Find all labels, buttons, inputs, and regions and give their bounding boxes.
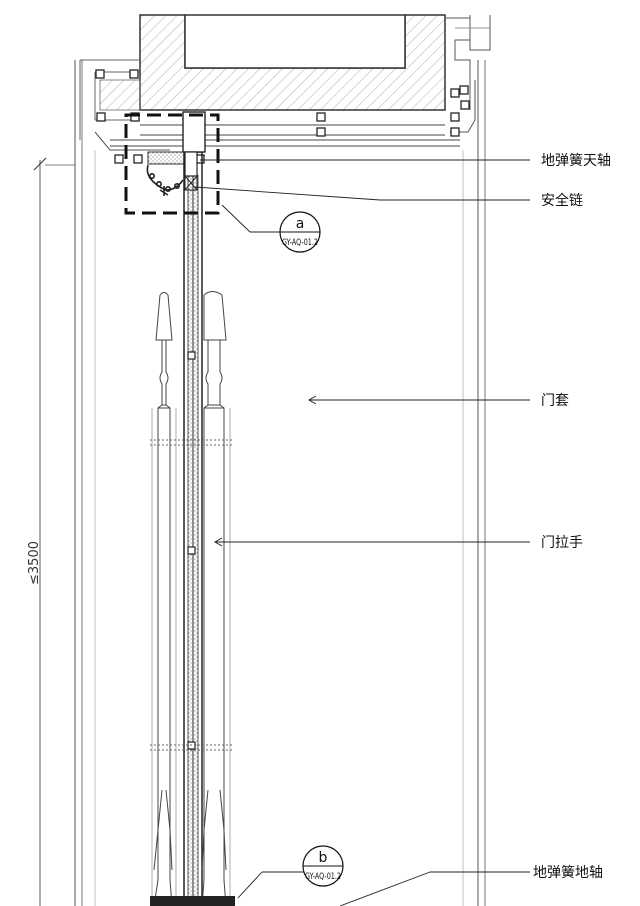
label-floor-spring-top-pivot: 地弹簧天轴 xyxy=(541,153,611,169)
detail-a-ref: GY-AQ-01.2 xyxy=(282,238,318,248)
top-pivot-assembly xyxy=(124,111,220,215)
label-door-handle: 门拉手 xyxy=(541,535,583,551)
lintel-structure xyxy=(79,14,491,164)
label-safety-chain: 安全链 xyxy=(541,192,583,209)
detail-a-callout-box xyxy=(124,113,220,215)
annotation-labels: 地弹簧天轴 安全链 门套 门拉手 地弹簧地轴 xyxy=(533,153,611,881)
leader-lines xyxy=(194,159,530,906)
door-handles xyxy=(150,291,235,906)
label-door-casing: 门套 xyxy=(541,393,569,409)
height-dimension: ≤3500 xyxy=(27,157,47,906)
safety-chain-graphic xyxy=(146,164,184,196)
detail-b-letter: b xyxy=(319,850,328,866)
detail-a-letter: a xyxy=(296,216,305,232)
label-floor-spring-bottom-pivot: 地弹簧地轴 xyxy=(533,865,603,881)
detail-b-ref: GY-AQ-01.2 xyxy=(305,872,341,882)
door-casing-lines xyxy=(45,60,486,906)
detail-a-bubble: a GY-AQ-01.2 xyxy=(279,211,321,253)
detail-b-bubble: b GY-AQ-01.2 xyxy=(302,845,344,887)
dimension-text: ≤3500 xyxy=(27,541,42,585)
door-leaf xyxy=(183,151,203,906)
